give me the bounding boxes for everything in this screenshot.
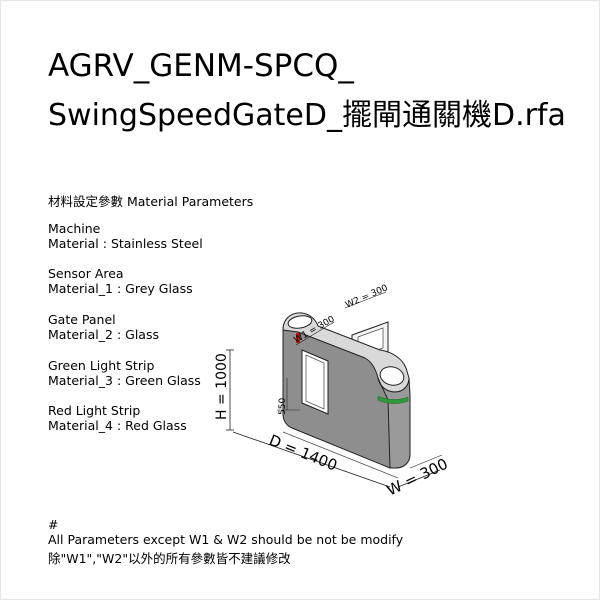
- note-hash: #: [48, 517, 59, 532]
- w2-dimension: W2 = 300: [344, 283, 389, 311]
- material-name-green-light-strip: Green Light Strip: [48, 358, 155, 373]
- material-value-machine: Material : Stainless Steel: [48, 236, 203, 251]
- material-name-sensor-area: Sensor Area: [48, 266, 124, 281]
- title-line-1: AGRV_GENM-SPCQ_: [48, 48, 354, 84]
- material-value-sensor-area: Material_1 : Grey Glass: [48, 281, 193, 296]
- material-name-gate-panel: Gate Panel: [48, 312, 116, 327]
- height-dimension: H = 1000: [214, 349, 234, 431]
- sensor-window: [301, 349, 329, 415]
- light-strips: [296, 333, 409, 404]
- material-value-green-light-strip: Material_3 : Green Glass: [48, 373, 201, 388]
- height-label: H = 1000: [214, 353, 230, 420]
- title-line-2: SwingSpeedGateD_擺閘通關機D.rfa: [48, 98, 566, 133]
- material-name-machine: Machine: [48, 221, 101, 236]
- sub-height-label: 550: [278, 398, 288, 415]
- note-line-2: 除"W1","W2"以外的所有參數皆不建議修改: [48, 551, 291, 566]
- red-light-strip: [296, 333, 300, 343]
- green-light-strip: [377, 395, 409, 404]
- note-line-1: All Parameters except W1 & W2 should be …: [48, 532, 404, 547]
- w2-label: W2 = 300: [344, 283, 389, 311]
- material-value-red-light-strip: Material_4 : Red Glass: [48, 418, 187, 433]
- section-heading: 材料設定參數 Material Parameters: [48, 194, 254, 209]
- swing-gate-figure: H = 1000 D = 1400 W = 300 W1 = 300 W2 = …: [214, 283, 451, 499]
- material-name-red-light-strip: Red Light Strip: [48, 403, 141, 418]
- material-value-gate-panel: Material_2 : Glass: [48, 327, 159, 342]
- sub-height-dimension: 550: [277, 378, 300, 415]
